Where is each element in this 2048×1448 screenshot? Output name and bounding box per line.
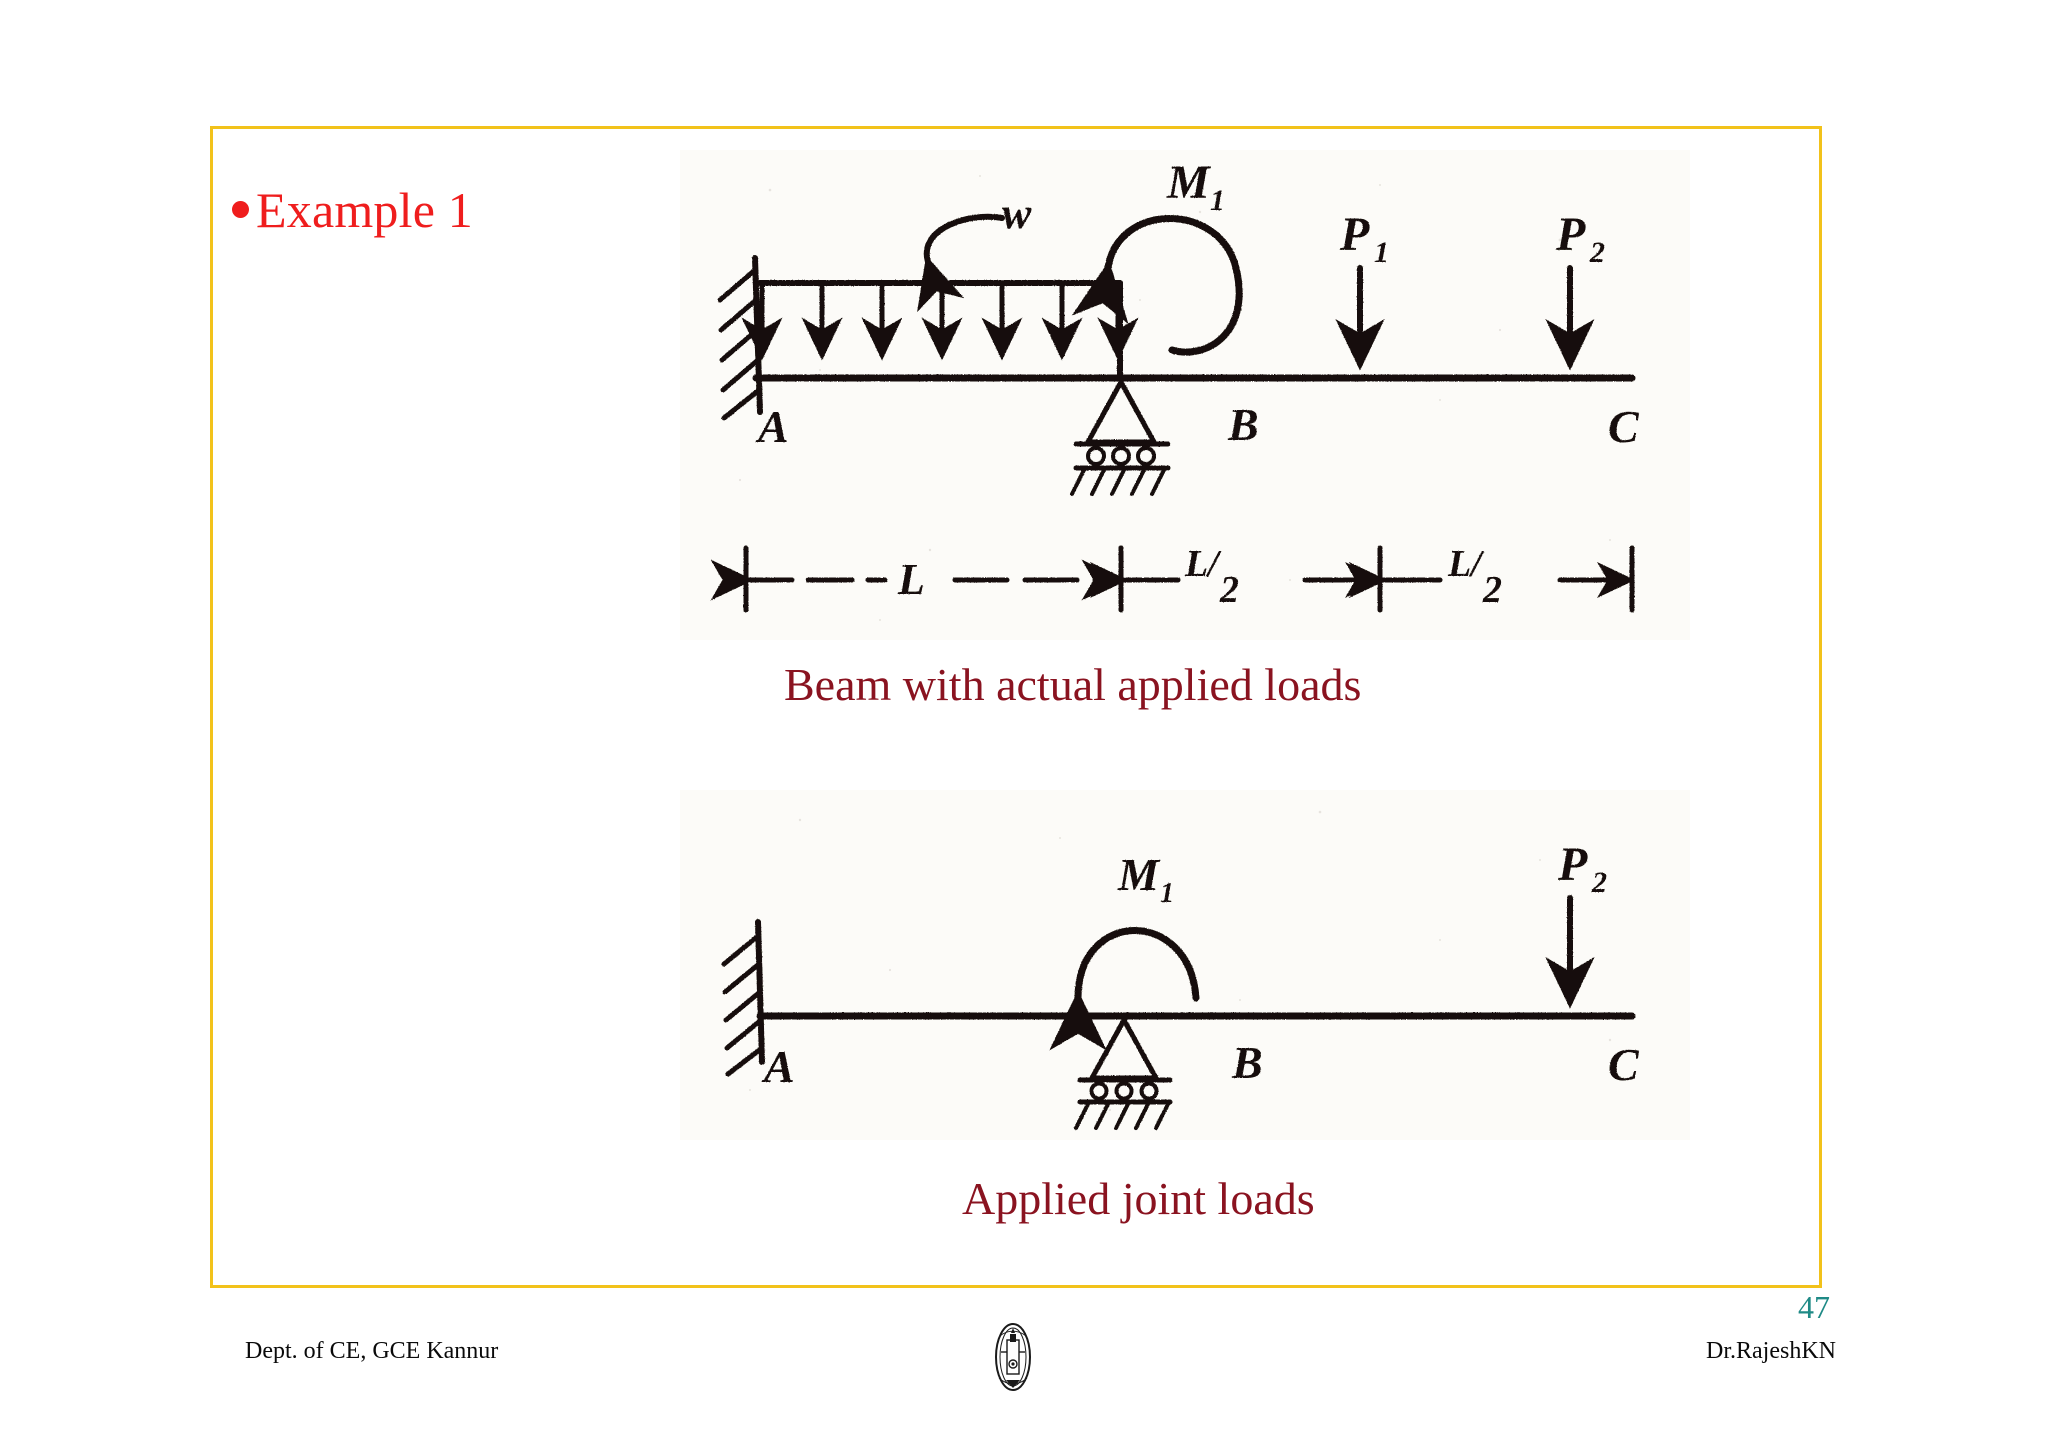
page-number: 47 — [1798, 1289, 1830, 1325]
label-udl-w: w — [1002, 189, 1032, 238]
label-node-c-2: C — [1608, 1039, 1640, 1090]
footer-department-text: Dept. of CE, GCE Kannur — [245, 1338, 499, 1364]
label-point-load-p2-sub: 2 — [1589, 236, 1605, 269]
label-node-b-2: B — [1231, 1037, 1263, 1088]
label-moment-m1: M — [1166, 156, 1212, 209]
label-point-load-p2: P — [1555, 208, 1586, 261]
label-dimension-l: L — [897, 555, 925, 604]
caption-beam-actual-loads: Beam with actual applied loads — [784, 659, 1362, 710]
label-node-b: B — [1227, 399, 1259, 450]
label-node-a: A — [755, 401, 789, 452]
roller-support-b-2 — [1074, 1017, 1173, 1130]
fixed-support-wall-a-2 — [721, 919, 765, 1077]
page-title: Example 1 — [256, 182, 474, 238]
beam-diagram-joint-loads: M 1 P 2 A B C — [680, 790, 1690, 1140]
svg-text:2: 2 — [1219, 569, 1239, 611]
label-dimension-l2-right: L — [1447, 543, 1471, 585]
label-moment-m1-2: M — [1117, 849, 1161, 900]
label-point-load-p2-2: P — [1557, 838, 1588, 891]
label-point-load-p2-sub-2: 2 — [1591, 866, 1607, 899]
label-moment-m1-sub-2: 1 — [1160, 878, 1174, 909]
svg-text:2: 2 — [1482, 569, 1502, 611]
label-point-load-p1-sub: 1 — [1374, 236, 1389, 269]
moment-arc-m1 — [1071, 215, 1243, 356]
slide-title-bullet-item: Example 1 — [232, 185, 473, 235]
label-node-c: C — [1608, 401, 1640, 452]
udl-load-group — [741, 280, 1139, 381]
caption-applied-joint-loads: Applied joint loads — [962, 1173, 1315, 1224]
beam-diagram-actual-loads: w M 1 P 1 P 2 A B C L L / 2 L / 2 — [680, 150, 1690, 640]
moment-arc-m1-2 — [1049, 927, 1200, 1051]
label-node-a-2: A — [761, 1041, 795, 1092]
label-moment-m1-sub: 1 — [1210, 184, 1225, 217]
footer-author-text: Dr.RajeshKN — [1706, 1338, 1836, 1364]
svg-text:/: / — [1205, 543, 1222, 585]
fixed-support-wall-a — [717, 255, 763, 421]
dimension-line-group — [710, 545, 1636, 613]
bullet-point-icon — [232, 201, 249, 218]
label-point-load-p1: P — [1339, 208, 1370, 261]
udl-leader-arrow — [917, 213, 1005, 313]
svg-text:/: / — [1468, 543, 1485, 585]
label-dimension-l2-left: L — [1184, 543, 1208, 585]
roller-support-b — [1070, 379, 1171, 496]
college-crest-logo-icon — [984, 1320, 1042, 1394]
